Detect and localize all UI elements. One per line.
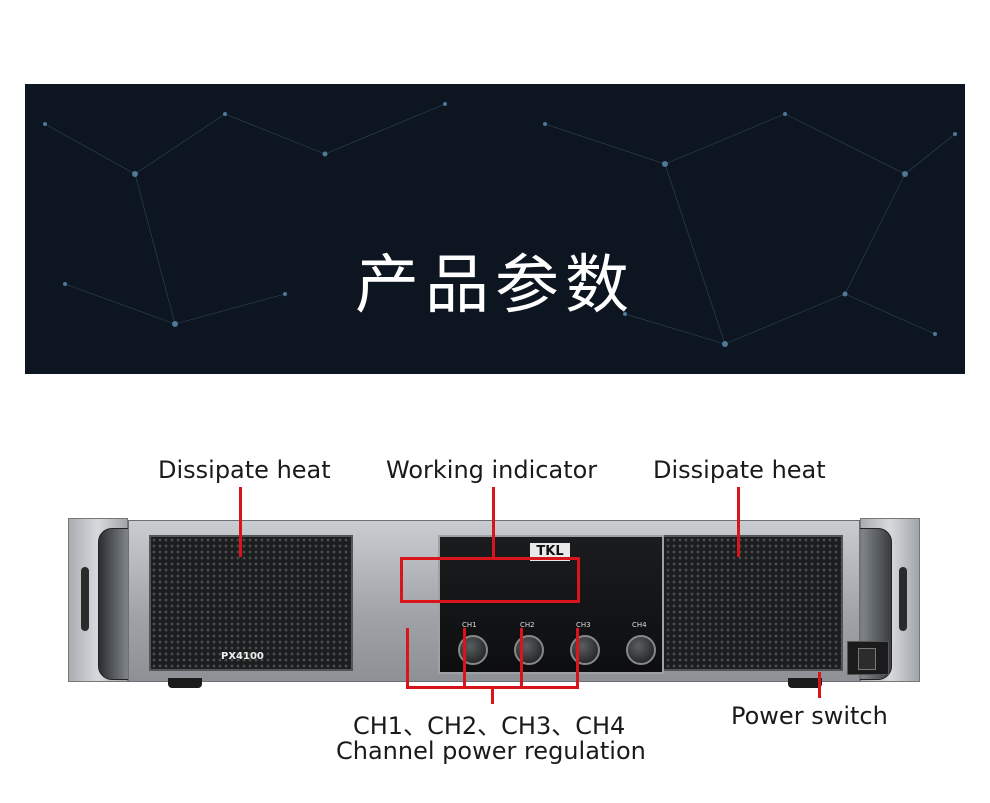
power-switch bbox=[847, 641, 889, 675]
channel-label-1: CH1 bbox=[462, 621, 477, 629]
label-dissipate-heat-left: Dissipate heat bbox=[158, 456, 331, 484]
pointer-ch2 bbox=[463, 628, 466, 689]
pointer-dissipate-left bbox=[239, 487, 242, 557]
channel-label-2: CH2 bbox=[520, 621, 535, 629]
grille-left bbox=[149, 535, 353, 671]
pointer-ch4 bbox=[576, 628, 579, 689]
pointer-channels-stem bbox=[491, 686, 494, 704]
power-button-icon bbox=[858, 648, 876, 670]
pointer-dissipate-right bbox=[737, 487, 740, 557]
pointer-ch1 bbox=[406, 628, 409, 689]
pointer-power-switch bbox=[818, 672, 821, 698]
brand-logo: TKL bbox=[530, 543, 570, 561]
network-background bbox=[43, 102, 957, 347]
ch2-knob bbox=[514, 635, 544, 665]
amplifier-image: PX4100 TKL CH1 CH2 CH3 CH4 bbox=[68, 518, 920, 688]
label-dissipate-heat-right: Dissipate heat bbox=[653, 456, 826, 484]
control-panel: TKL CH1 CH2 CH3 CH4 bbox=[438, 535, 664, 674]
banner: 产品参数 bbox=[25, 84, 965, 374]
foot-right bbox=[788, 678, 822, 688]
channel-label-3: CH3 bbox=[576, 621, 591, 629]
label-power-switch: Power switch bbox=[731, 702, 888, 730]
label-working-indicator: Working indicator bbox=[386, 456, 598, 484]
label-channel-power-regulation: Channel power regulation bbox=[336, 737, 646, 765]
ch3-knob bbox=[570, 635, 600, 665]
pointer-ch3 bbox=[520, 628, 523, 689]
banner-title: 产品参数 bbox=[355, 249, 635, 323]
pointer-working-indicator bbox=[492, 487, 495, 557]
channel-label-4: CH4 bbox=[632, 621, 647, 629]
indicator-highlight-box bbox=[400, 557, 580, 603]
grille-right bbox=[639, 535, 843, 671]
model-label: PX4100 bbox=[221, 651, 264, 662]
ch4-knob bbox=[626, 635, 656, 665]
foot-left bbox=[168, 678, 202, 688]
label-channels: CH1、CH2、CH3、CH4 bbox=[353, 712, 626, 740]
